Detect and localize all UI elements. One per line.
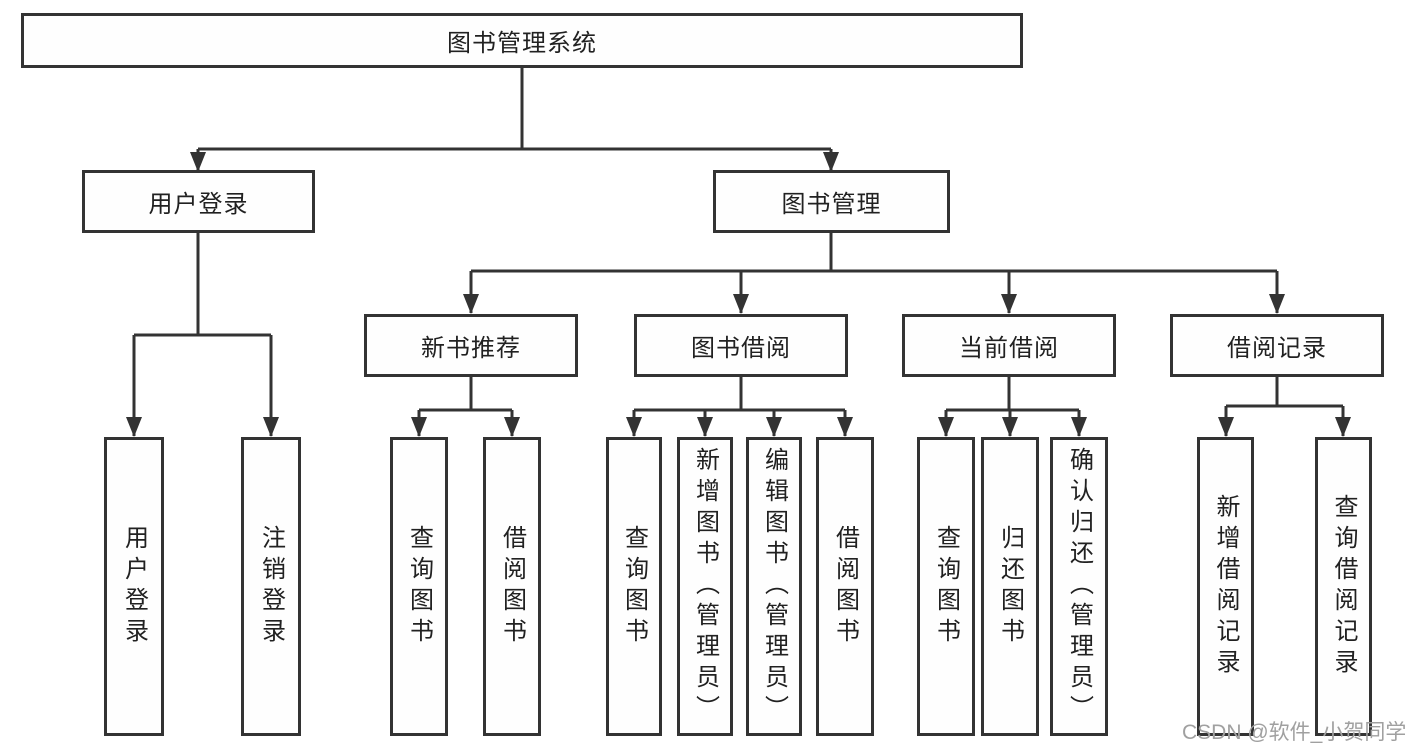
node-root: 图书管理系统 xyxy=(21,13,1023,68)
node-book-management: 图书管理 xyxy=(713,170,950,233)
node-label: 图书管理 xyxy=(781,191,882,218)
node-label: 用户登录 xyxy=(148,191,249,218)
leaf-borrow-books-1: 借阅图书 xyxy=(483,437,541,736)
node-label: 新增借阅记录 xyxy=(1212,493,1239,680)
connector-new-book-recommend-children xyxy=(417,377,514,436)
arrowheads-level4 xyxy=(411,417,1351,437)
node-label: 归还图书 xyxy=(996,524,1024,649)
node-label: 图书管理系统 xyxy=(447,30,597,57)
node-current-borrow: 当前借阅 xyxy=(902,314,1116,377)
node-label: 图书借阅 xyxy=(691,335,791,362)
connector-book-borrow-children xyxy=(632,377,847,436)
connector-book-management-children xyxy=(469,233,1279,313)
node-label: 查询图书 xyxy=(620,524,648,649)
leaf-query-books-3: 查询图书 xyxy=(917,437,975,736)
node-label: 新增图书（管理员） xyxy=(691,447,719,726)
connector-user-login-children xyxy=(132,233,273,436)
node-label: 编辑图书（管理员） xyxy=(760,447,788,726)
node-label: 查询图书 xyxy=(405,524,433,649)
leaf-user-login: 用户登录 xyxy=(104,437,164,736)
node-label: 查询借阅记录 xyxy=(1330,493,1357,680)
node-label: 用户登录 xyxy=(120,524,148,649)
node-user-login: 用户登录 xyxy=(82,170,315,233)
node-label: 新书推荐 xyxy=(421,335,521,362)
arrowheads-level3 xyxy=(463,294,1285,314)
node-borrow-records: 借阅记录 xyxy=(1170,314,1384,377)
leaf-borrow-books-2: 借阅图书 xyxy=(816,437,874,736)
leaf-query-borrow-record: 查询借阅记录 xyxy=(1315,437,1372,736)
connector-root-to-level2 xyxy=(196,68,833,171)
node-label: 借阅图书 xyxy=(498,524,526,649)
node-label: 确认归还（管理员） xyxy=(1065,447,1093,726)
leaf-logout: 注销登录 xyxy=(241,437,301,736)
leaf-add-borrow-record: 新增借阅记录 xyxy=(1197,437,1254,736)
node-new-book-recommend: 新书推荐 xyxy=(364,314,578,377)
node-label: 借阅图书 xyxy=(831,524,859,649)
node-label: 借阅记录 xyxy=(1227,335,1327,362)
node-label: 注销登录 xyxy=(257,524,285,649)
csdn-watermark: CSDN @软件_小贺同学 xyxy=(1182,721,1405,744)
connector-borrow-records-children xyxy=(1224,377,1345,436)
leaf-edit-book-admin: 编辑图书（管理员） xyxy=(746,437,802,736)
arrowheads-level2 xyxy=(190,152,839,172)
node-label: 查询图书 xyxy=(932,524,960,649)
leaf-query-books-2: 查询图书 xyxy=(606,437,662,736)
leaf-query-books-1: 查询图书 xyxy=(390,437,448,736)
leaf-return-book: 归还图书 xyxy=(981,437,1039,736)
arrowheads-user-login-children xyxy=(126,417,279,437)
node-book-borrow: 图书借阅 xyxy=(634,314,848,377)
node-label: 当前借阅 xyxy=(959,335,1059,362)
leaf-add-book-admin: 新增图书（管理员） xyxy=(677,437,733,736)
leaf-confirm-return-admin: 确认归还（管理员） xyxy=(1050,437,1108,736)
